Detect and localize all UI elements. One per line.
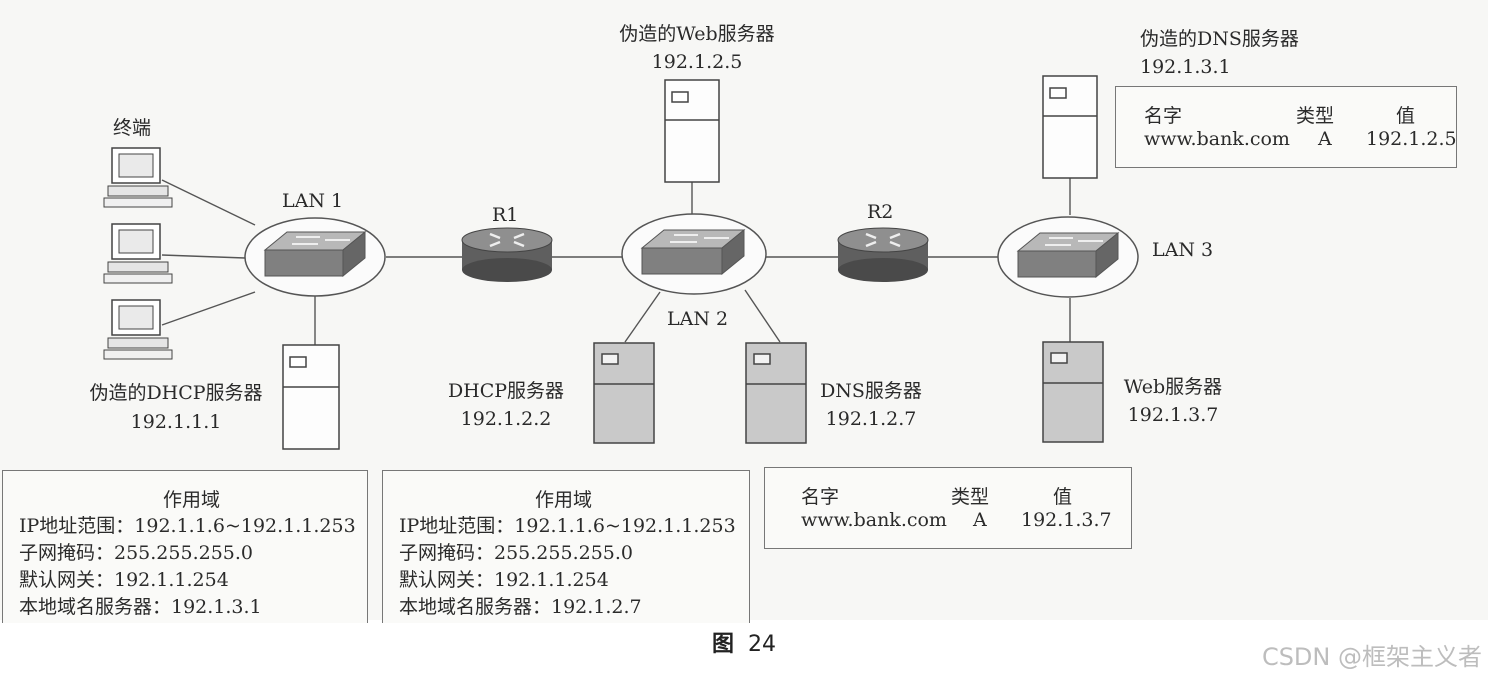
lan1-label: LAN 1	[282, 189, 343, 213]
fake-dhcp-server-name: 伪造的DHCP服务器	[66, 381, 286, 405]
router-r1-icon	[462, 228, 552, 282]
fake-dns-record-table: 名字 类型 值 www.bank.com A 192.1.2.5	[1115, 86, 1457, 168]
fake-dhcp-scope-line: IP地址范围：192.1.1.6~192.1.1.253	[19, 511, 356, 538]
dns-record-table: 名字 类型 值 www.bank.com A 192.1.3.7	[764, 467, 1132, 549]
dns-header-name: 名字	[801, 482, 839, 509]
fake-dhcp-server-ip: 192.1.1.1	[66, 410, 286, 434]
terminal-2-icon	[104, 224, 172, 283]
dns-server-name: DNS服务器	[806, 379, 936, 403]
fake-dns-server-icon	[1043, 76, 1097, 178]
router-r2-label: R2	[867, 200, 893, 224]
dhcp-scope-line: 默认网关：192.1.1.254	[399, 565, 609, 592]
figure-caption-number: 24	[748, 632, 776, 657]
dns-header-type: 类型	[951, 482, 989, 509]
dhcp-server-name: DHCP服务器	[432, 379, 580, 403]
fake-dns-header-value: 值	[1396, 101, 1415, 128]
fake-web-server-ip: 192.1.2.5	[590, 50, 804, 74]
dhcp-server-icon	[594, 343, 654, 443]
web-server-icon	[1043, 342, 1103, 442]
fake-dns-server-name: 伪造的DNS服务器	[1140, 27, 1299, 51]
link-terminal2-lan1	[162, 255, 245, 258]
fake-dns-header-name: 名字	[1144, 101, 1182, 128]
dns-header-value: 值	[1053, 482, 1072, 509]
lan3-label: LAN 3	[1152, 238, 1213, 262]
dhcp-scope-line: 本地域名服务器：192.1.2.7	[399, 592, 642, 619]
fake-dhcp-scope-line: 默认网关：192.1.1.254	[19, 565, 229, 592]
router-r1-label: R1	[492, 203, 518, 227]
fake-dhcp-scope-title: 作用域	[163, 485, 220, 512]
fake-dhcp-scope-line: 子网掩码：255.255.255.0	[19, 538, 253, 565]
dns-server-icon	[746, 343, 806, 443]
dns-record-type: A	[973, 509, 987, 531]
terminal-1-icon	[104, 148, 172, 207]
dns-record-value: 192.1.3.7	[1021, 509, 1112, 531]
lan3-switch-icon	[998, 217, 1138, 297]
dns-server-ip: 192.1.2.7	[806, 407, 936, 431]
terminals-label: 终端	[113, 116, 151, 140]
link-terminal3-lan1	[162, 292, 255, 325]
router-r2-icon	[838, 228, 928, 282]
dhcp-scope-line: IP地址范围：192.1.1.6~192.1.1.253	[399, 511, 736, 538]
figure-caption-prefix: 图	[712, 632, 734, 657]
fake-dhcp-server-icon	[283, 345, 339, 449]
fake-dns-server-ip: 192.1.3.1	[1140, 55, 1231, 79]
fake-dns-record-value: 192.1.2.5	[1366, 128, 1457, 150]
link-dns-lan2	[745, 290, 780, 342]
fake-dhcp-scope-line: 本地域名服务器：192.1.3.1	[19, 592, 262, 619]
dhcp-server-ip: 192.1.2.2	[432, 407, 580, 431]
dhcp-scope-line: 子网掩码：255.255.255.0	[399, 538, 633, 565]
lan2-switch-icon	[622, 214, 766, 294]
lan2-label: LAN 2	[667, 307, 728, 331]
fake-dns-record-type: A	[1318, 128, 1332, 150]
link-terminal1-lan1	[162, 180, 255, 225]
dhcp-scope-box: 作用域 IP地址范围：192.1.1.6~192.1.1.253 子网掩码：25…	[382, 470, 750, 623]
fake-web-server-icon	[665, 80, 719, 182]
fake-dhcp-scope-box: 作用域 IP地址范围：192.1.1.6~192.1.1.253 子网掩码：25…	[2, 470, 368, 623]
dns-record-name: www.bank.com	[801, 509, 947, 531]
dhcp-scope-title: 作用域	[535, 485, 592, 512]
fake-dns-record-name: www.bank.com	[1144, 128, 1290, 150]
web-server-ip: 192.1.3.7	[1108, 403, 1238, 427]
watermark: CSDN @框架主义者	[1262, 637, 1482, 672]
link-dhcp-lan2	[625, 292, 660, 342]
lan1-switch-icon	[245, 218, 385, 296]
terminal-3-icon	[104, 300, 172, 359]
fake-dns-header-type: 类型	[1296, 101, 1334, 128]
web-server-name: Web服务器	[1108, 375, 1238, 399]
fake-web-server-name: 伪造的Web服务器	[590, 22, 804, 46]
